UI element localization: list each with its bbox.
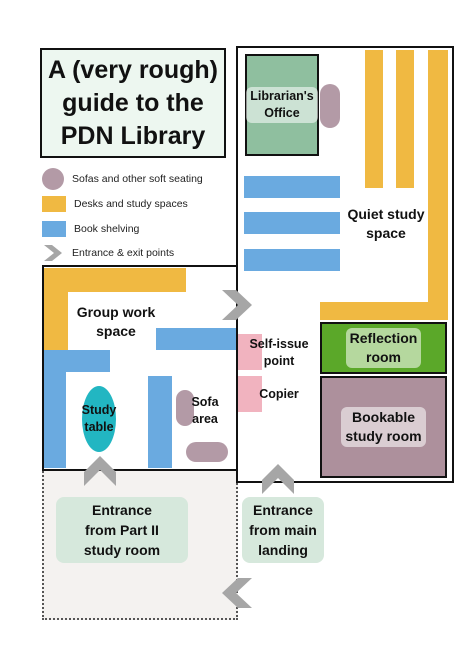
bookable-study-room: Bookable study room bbox=[320, 376, 447, 478]
office-sofa bbox=[320, 84, 340, 128]
chevron-left-icon[interactable] bbox=[220, 578, 254, 608]
sofa-area-label: Sofa area bbox=[191, 395, 219, 426]
quiet-desk-3 bbox=[428, 50, 448, 306]
chevron-up-icon[interactable] bbox=[84, 454, 116, 488]
chevron-up-icon[interactable] bbox=[262, 462, 294, 496]
seating-icon bbox=[42, 168, 64, 190]
desk-icon bbox=[42, 196, 66, 212]
legend-item-entrances: Entrance & exit points bbox=[42, 242, 232, 264]
shelf-group-vertical bbox=[148, 376, 172, 468]
main-library-room bbox=[236, 46, 454, 483]
legend-item-desks: Desks and study spaces bbox=[42, 193, 232, 215]
legend-label-desks: Desks and study spaces bbox=[74, 198, 188, 210]
quiet-desk-1 bbox=[365, 50, 383, 188]
legend-item-shelving: Book shelving bbox=[42, 218, 232, 240]
legend-label-entrances: Entrance & exit points bbox=[72, 247, 175, 259]
shelf-group-horizontal bbox=[156, 328, 236, 350]
study-table-label: Study table bbox=[81, 403, 117, 434]
librarians-office-label: Librarian's Office bbox=[246, 87, 318, 123]
chevron-icon bbox=[44, 245, 62, 261]
copier-label: Copier bbox=[259, 387, 299, 401]
entrance-part-two-label: Entrance from Part II study room bbox=[56, 497, 188, 563]
chevron-right-icon[interactable] bbox=[220, 290, 254, 320]
shelf-quiet-1 bbox=[244, 176, 340, 198]
copier-machine bbox=[238, 376, 262, 412]
study-table bbox=[82, 386, 116, 452]
reflection-room-label: Reflection room bbox=[345, 328, 422, 368]
entrance-main-landing-label: Entrance from main landing bbox=[242, 497, 324, 563]
legend-label-seating: Sofas and other soft seating bbox=[72, 173, 203, 185]
reflection-room: Reflection room bbox=[320, 322, 447, 374]
self-issue-machine bbox=[238, 334, 262, 370]
title-box: A (very rough) guide to the PDN Library bbox=[40, 48, 226, 158]
bookable-room-label: Bookable study room bbox=[341, 407, 426, 447]
shelving-icon bbox=[42, 221, 66, 237]
quiet-desk-bottom bbox=[320, 302, 448, 320]
shelf-quiet-3 bbox=[244, 249, 340, 271]
legend-item-seating: Sofas and other soft seating bbox=[42, 168, 232, 190]
quiet-desk-2 bbox=[396, 50, 414, 188]
legend-label-shelving: Book shelving bbox=[74, 223, 140, 235]
self-issue-label: Self-issue point bbox=[249, 337, 309, 368]
quiet-study-label: Quiet study space bbox=[347, 206, 425, 241]
group-desk-left bbox=[44, 268, 68, 350]
shelf-quiet-2 bbox=[244, 212, 340, 234]
group-work-label: Group work space bbox=[76, 304, 156, 339]
map-title: A (very rough) guide to the PDN Library bbox=[48, 55, 218, 150]
sofa-vertical bbox=[176, 390, 194, 426]
sofa-horizontal bbox=[186, 442, 228, 462]
librarians-office: Librarian's Office bbox=[245, 54, 319, 156]
shelf-group-left bbox=[44, 350, 66, 468]
